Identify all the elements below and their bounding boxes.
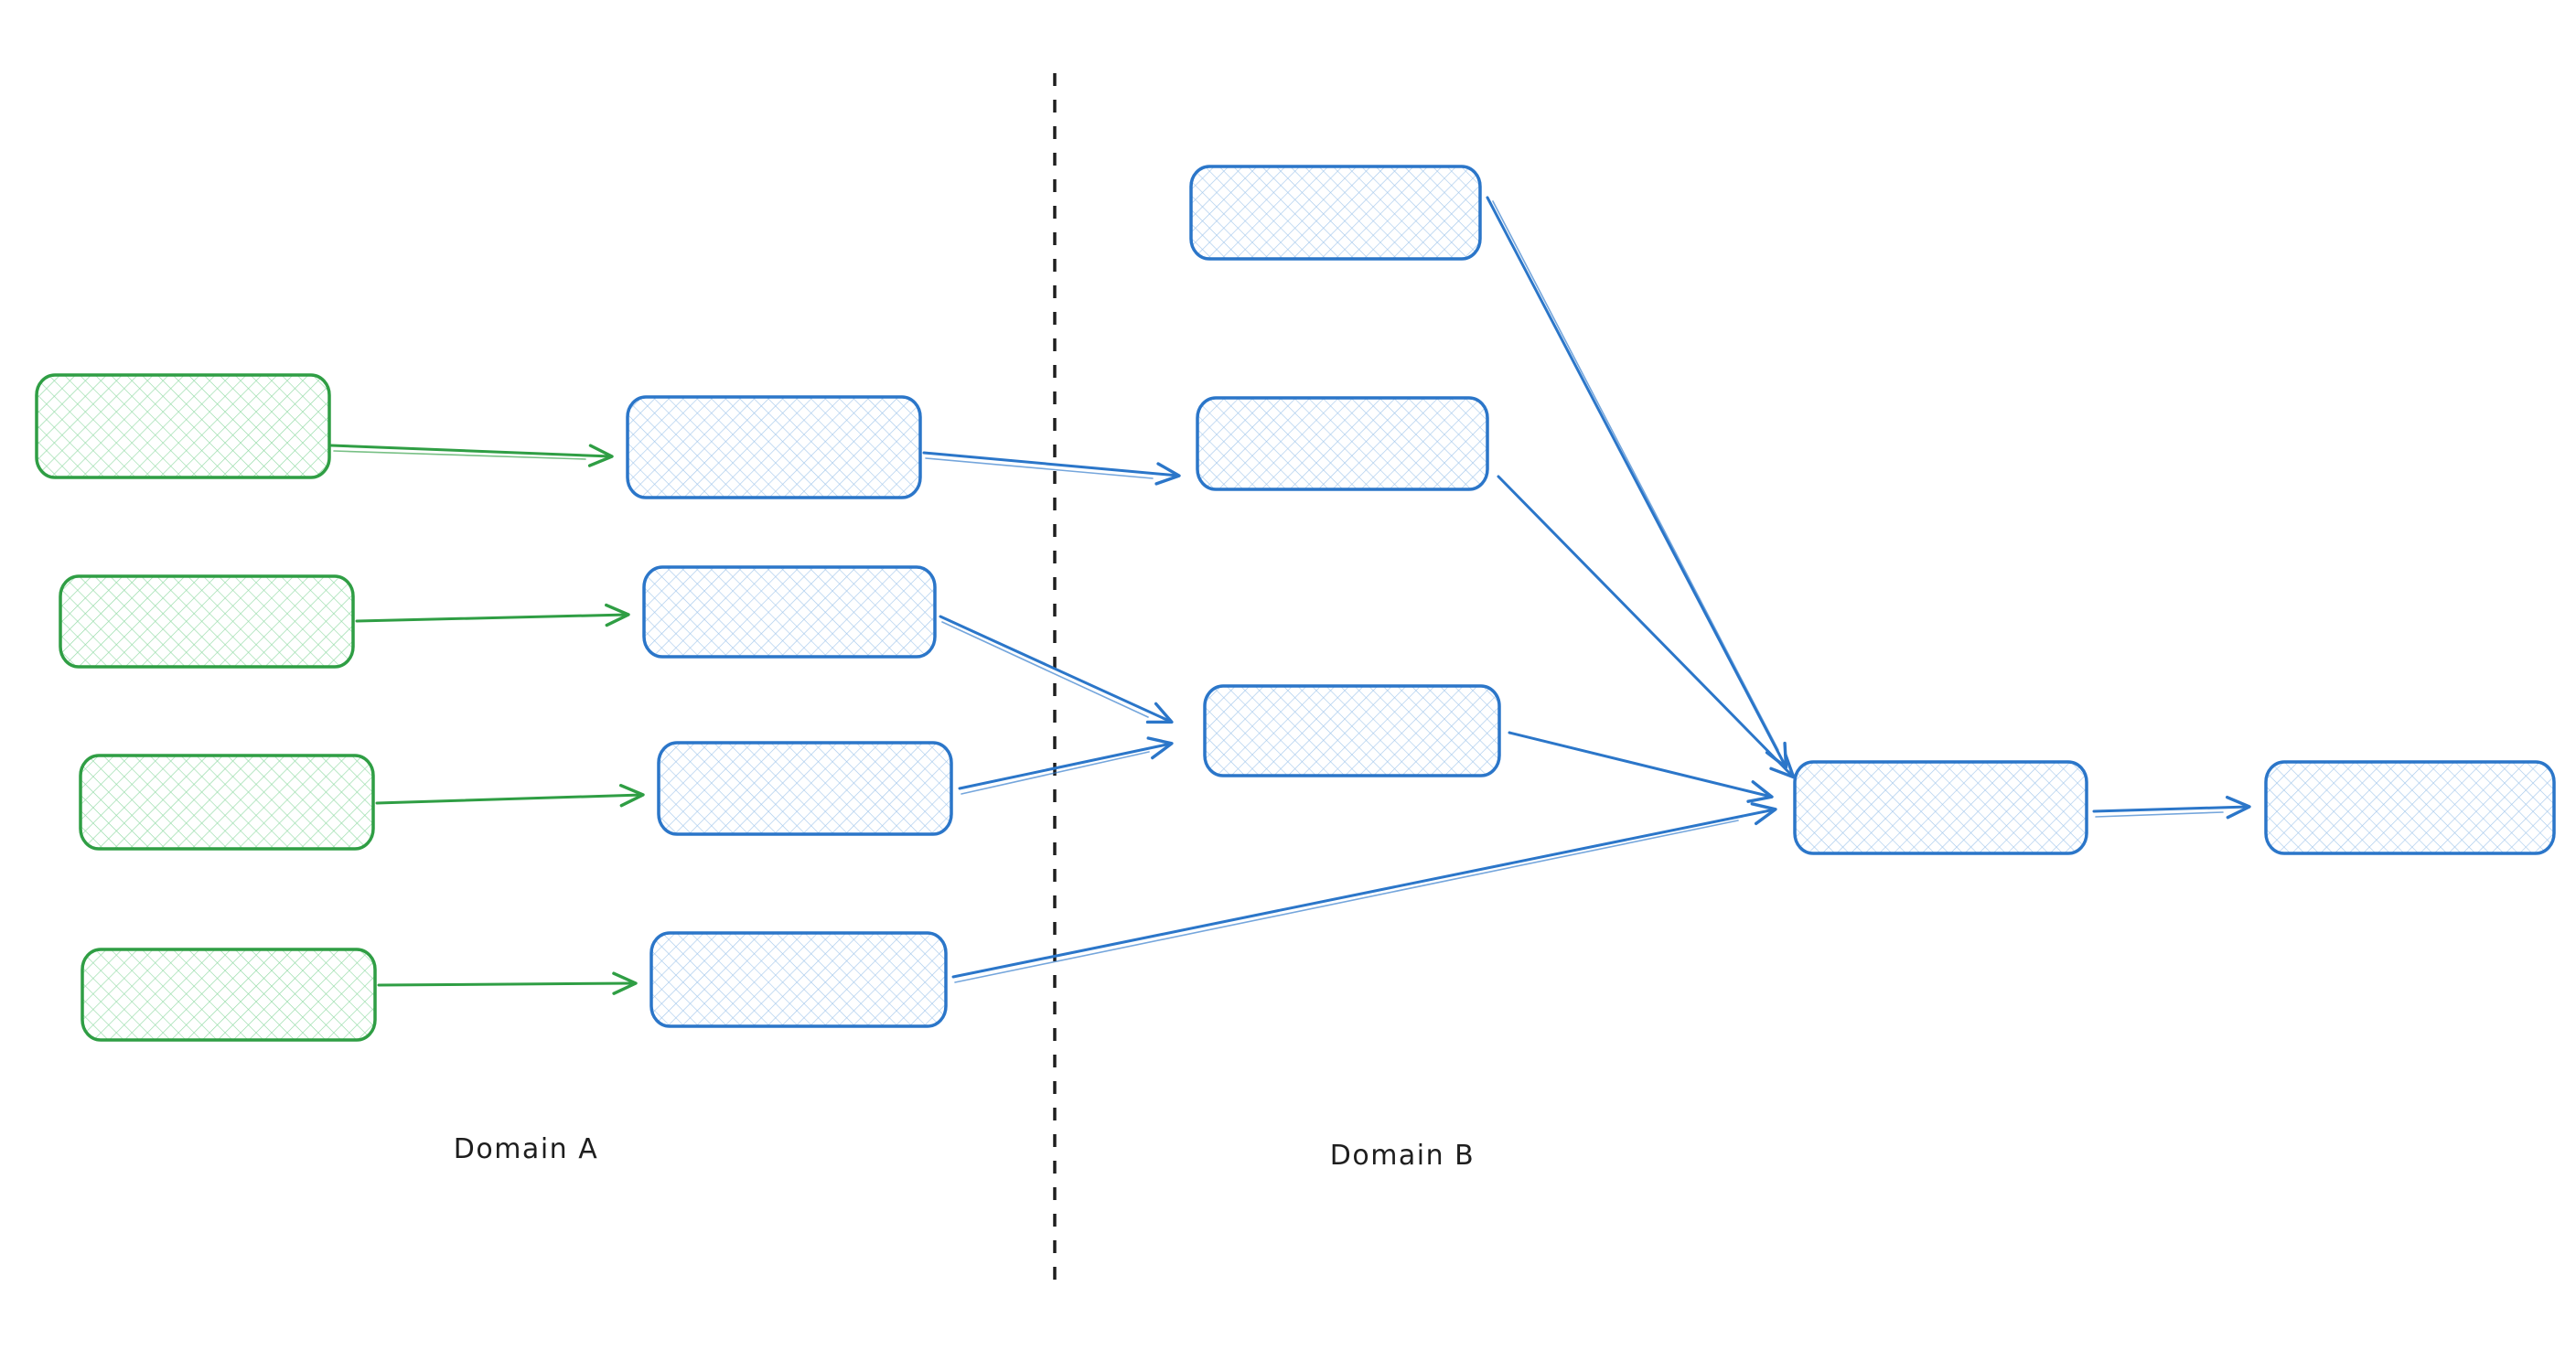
node-b-2 (1196, 396, 1489, 491)
edge-b-node-1-to-b-aggregator (1486, 196, 1788, 769)
node-a-source-4 (80, 948, 377, 1042)
sketch-accent-line (1492, 200, 1779, 751)
domain-a-label: Domain A (454, 1133, 598, 1165)
node-b-1 (1189, 165, 1482, 261)
edge-a-source-2-to-a-process-2 (355, 603, 630, 627)
sketch-accent-line (2095, 811, 2224, 818)
green-edges (329, 444, 645, 995)
edge-a-process-2-to-b-node-3 (939, 615, 1174, 724)
edge-a-process-1-to-b-node-2 (922, 451, 1181, 486)
sketch-accent-line (925, 457, 1154, 479)
blue-edges (333, 196, 2251, 983)
edge-a-source-4-to-a-process-4 (377, 971, 638, 995)
node-a-source-3 (79, 754, 375, 851)
edge-a-process-4-to-b-aggregator (951, 802, 1777, 979)
domain-a-process-nodes (626, 395, 953, 1028)
sketch-accent-line (954, 820, 1739, 983)
edge-a-source-3-to-a-process-3 (375, 784, 645, 808)
domain-a-source-nodes (35, 373, 377, 1042)
node-a-process-1 (626, 395, 922, 499)
node-a-process-4 (649, 931, 948, 1028)
domain-b-label: Domain B (1330, 1140, 1476, 1172)
node-a-source-2 (59, 574, 355, 669)
edge-a-process-3-to-b-node-3 (958, 736, 1174, 790)
node-a-source-1 (35, 373, 331, 479)
sketch-accent-line (333, 450, 586, 460)
edge-b-node-3-to-b-aggregator (1508, 731, 1774, 803)
node-b-3 (1203, 684, 1501, 777)
node-a-process-3 (657, 741, 953, 836)
edge-a-source-1-to-a-process-1 (329, 444, 614, 467)
node-a-process-2 (642, 565, 937, 659)
edge-b-node-2-to-b-aggregator (1497, 475, 1796, 779)
node-b-aggregator (1793, 760, 2088, 855)
node-b-output (2264, 760, 2556, 855)
sketch-accent-line (961, 751, 1150, 795)
sketch-accent-line (941, 621, 1149, 718)
edge-b-aggregator-to-b-output (2092, 795, 2251, 820)
domain-b-nodes (1189, 165, 2556, 855)
